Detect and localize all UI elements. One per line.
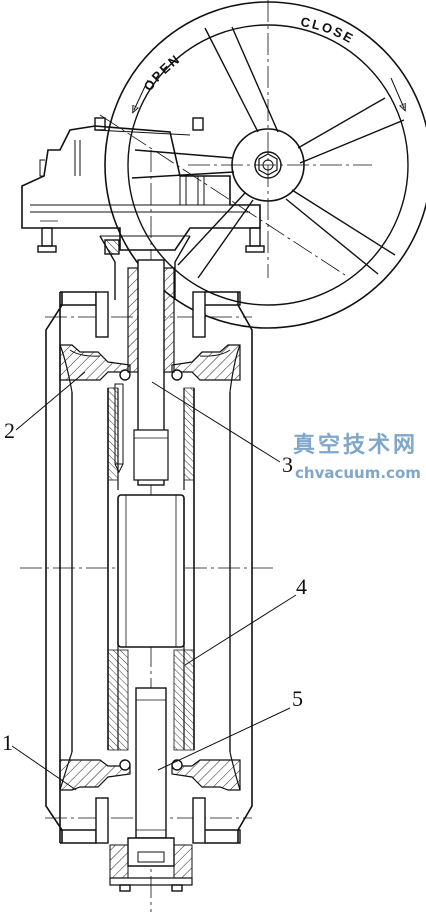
upper-stem (114, 259, 175, 486)
valve-seat-bottom (59, 759, 241, 791)
watermark-site: chvacuum.com (295, 464, 421, 482)
gearbox-housing (21, 117, 265, 300)
watermark-chinese: 真空技术网 (293, 432, 418, 458)
valve-seat-top (59, 344, 241, 381)
callout-2: 2 (4, 418, 15, 443)
leader-lines (11, 371, 297, 791)
valve-body (45, 291, 253, 844)
close-label: CLOSE (299, 14, 357, 47)
callout-3: 3 (282, 452, 293, 477)
lower-stem (109, 687, 193, 892)
callout-4: 4 (296, 574, 307, 599)
handwheel (104, 1, 426, 329)
callout-5: 5 (292, 686, 303, 711)
callout-1: 1 (2, 730, 13, 755)
open-label: OPEN (140, 51, 183, 94)
butterfly-disc (107, 387, 195, 751)
